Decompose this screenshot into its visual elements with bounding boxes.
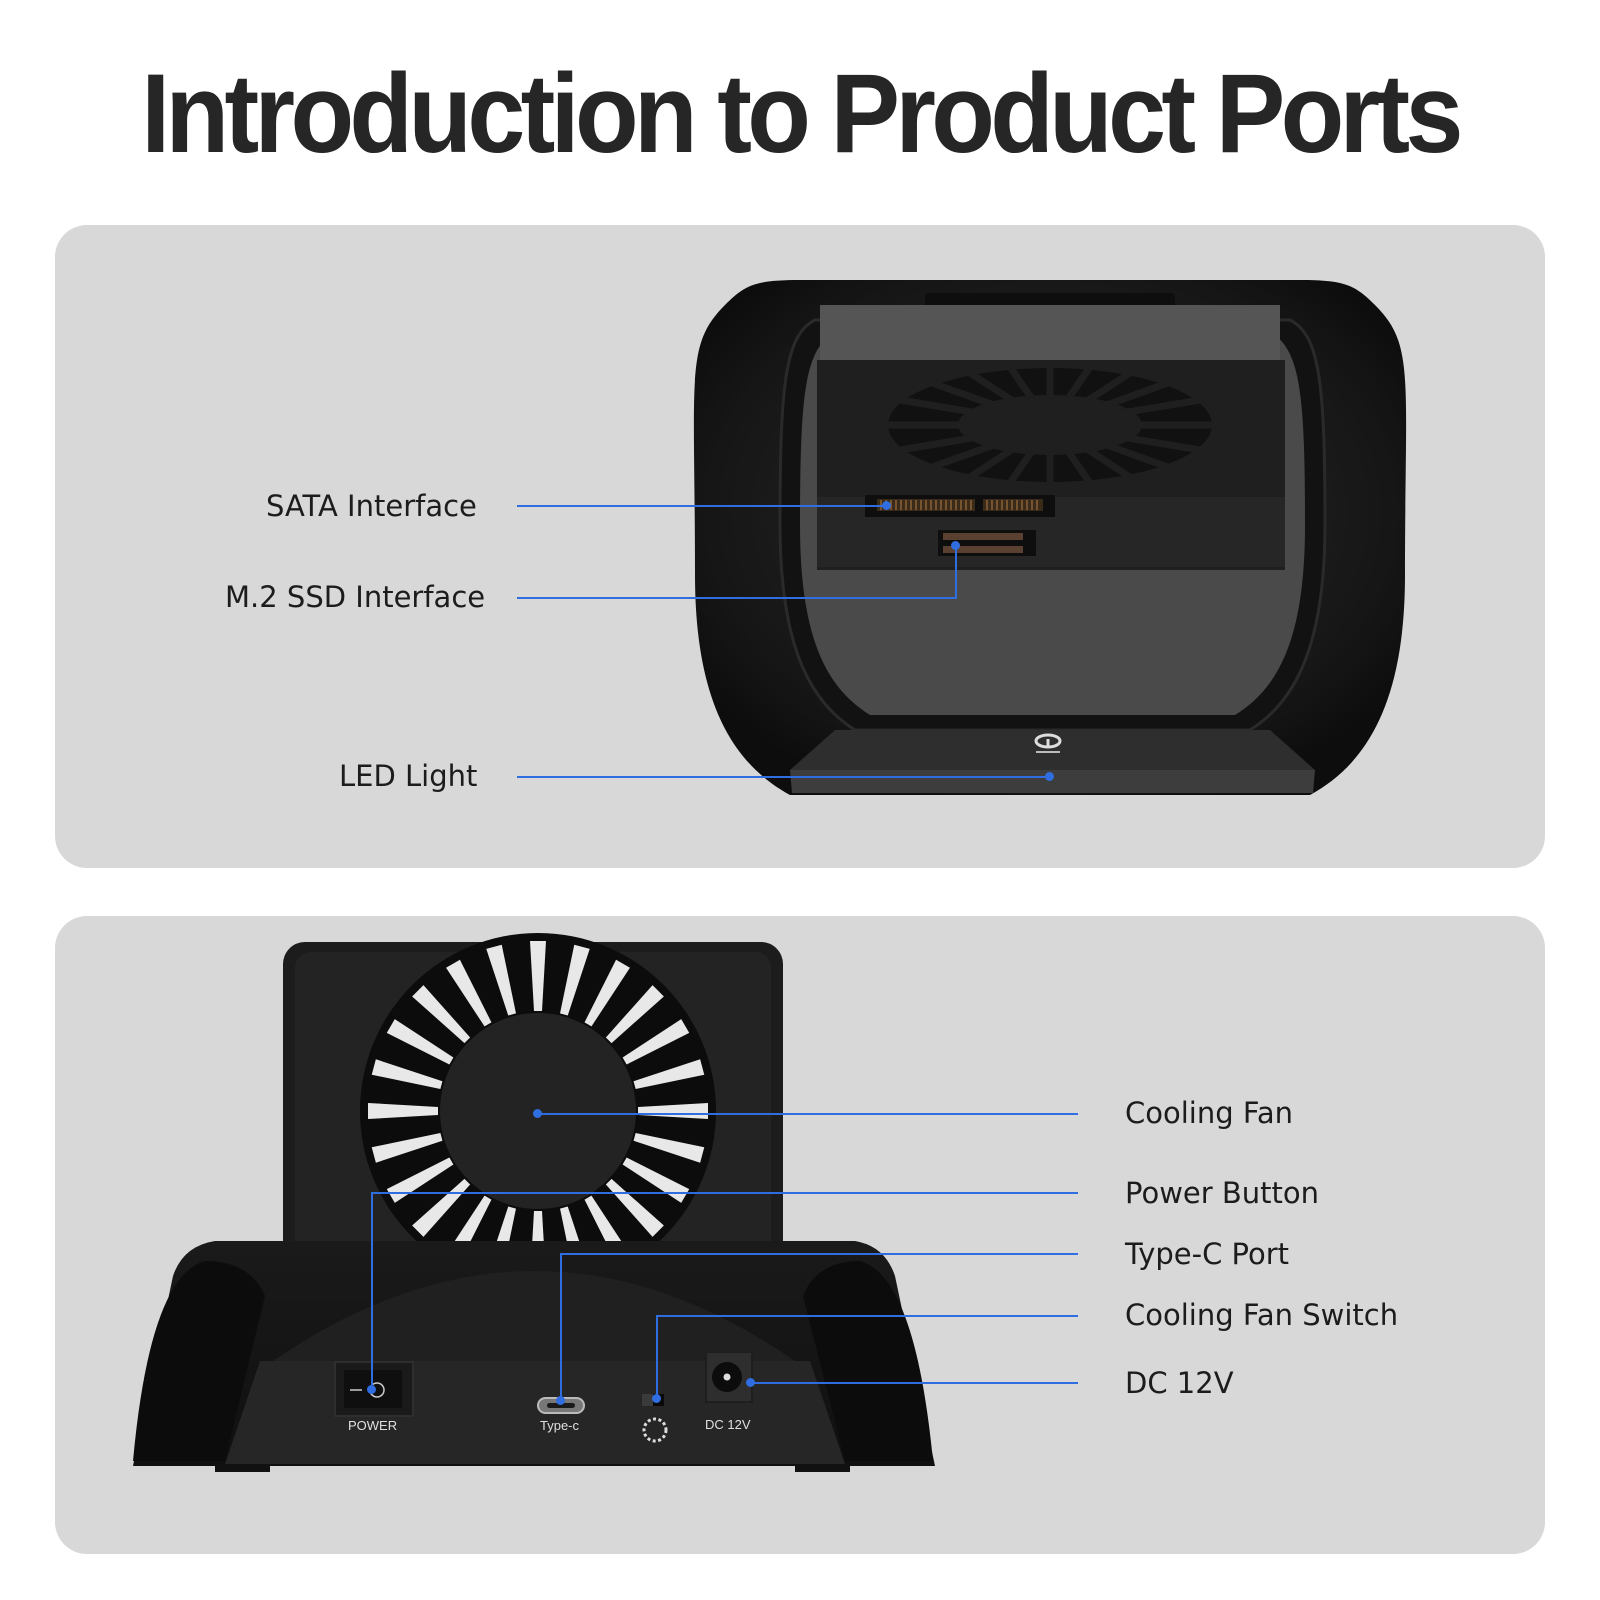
leader-dot-m2 xyxy=(951,541,960,550)
leader-dot-fan-switch xyxy=(652,1394,661,1403)
leader-line-type-c xyxy=(560,1253,1078,1255)
leader-line-dc-12v xyxy=(750,1382,1078,1384)
callout-label-led: LED Light xyxy=(339,759,478,793)
leader-line-m2 xyxy=(517,597,957,599)
leader-dot-power-button xyxy=(367,1385,376,1394)
leader-line-cooling-fan xyxy=(538,1113,1078,1115)
device-marking-dc: DC 12V xyxy=(705,1417,751,1432)
type-c-port xyxy=(537,1397,585,1414)
leader-line-led xyxy=(517,776,1051,778)
leader-dot-sata xyxy=(882,501,891,510)
callout-label-sata: SATA Interface xyxy=(266,489,477,523)
device-marking-power: POWER xyxy=(348,1418,398,1433)
page-title: Introduction to Product Ports xyxy=(141,51,1463,176)
leader-dot-dc-12v xyxy=(746,1378,755,1387)
callout-label-m2: M.2 SSD Interface xyxy=(225,580,486,614)
sata-connector xyxy=(865,495,1055,517)
leader-line-power-button-vertical xyxy=(371,1192,373,1390)
leader-dot-type-c xyxy=(556,1396,565,1405)
callout-label-type-c: Type-C Port xyxy=(1125,1237,1290,1271)
dock-rear-view-illustration xyxy=(133,933,935,1472)
top-fan-vent xyxy=(885,365,1215,485)
device-marking-type-c: Type-c xyxy=(540,1418,580,1433)
top-view-panel: SATA Interface M.2 SSD Interface LED Lig… xyxy=(55,225,1545,868)
dock-top-view-illustration xyxy=(693,280,1407,795)
callout-label-cooling-fan: Cooling Fan xyxy=(1125,1096,1294,1130)
callout-label-fan-switch: Cooling Fan Switch xyxy=(1125,1298,1399,1332)
dc-jack xyxy=(705,1351,753,1403)
callout-label-power-button: Power Button xyxy=(1125,1176,1320,1210)
brand-logo xyxy=(1034,733,1062,753)
leader-dot-cooling-fan xyxy=(533,1109,542,1118)
rear-view-panel: POWER Type-c DC 12V Cooling Fan Power Bu… xyxy=(55,916,1545,1554)
leader-line-sata xyxy=(517,505,887,507)
leader-line-fan-switch-vertical xyxy=(656,1315,658,1398)
leader-line-power-button xyxy=(371,1192,1078,1194)
leader-line-fan-switch xyxy=(656,1315,1078,1317)
leader-line-type-c-vertical xyxy=(560,1253,562,1401)
leader-dot-led xyxy=(1045,772,1054,781)
leader-line-m2-vertical xyxy=(955,545,957,599)
callout-label-dc-12v: DC 12V xyxy=(1125,1366,1234,1400)
